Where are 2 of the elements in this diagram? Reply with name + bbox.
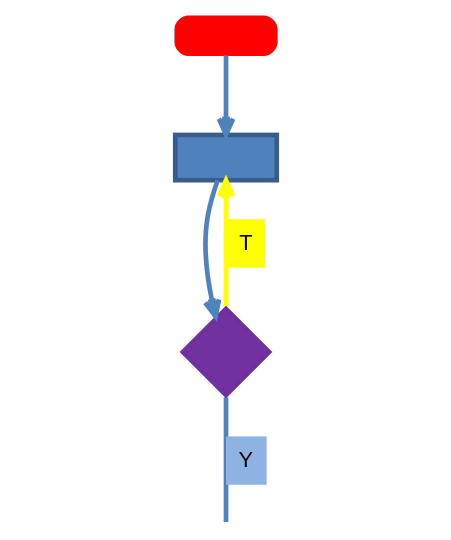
edge-label: T [238, 230, 252, 256]
edge-label: Y [238, 447, 253, 472]
